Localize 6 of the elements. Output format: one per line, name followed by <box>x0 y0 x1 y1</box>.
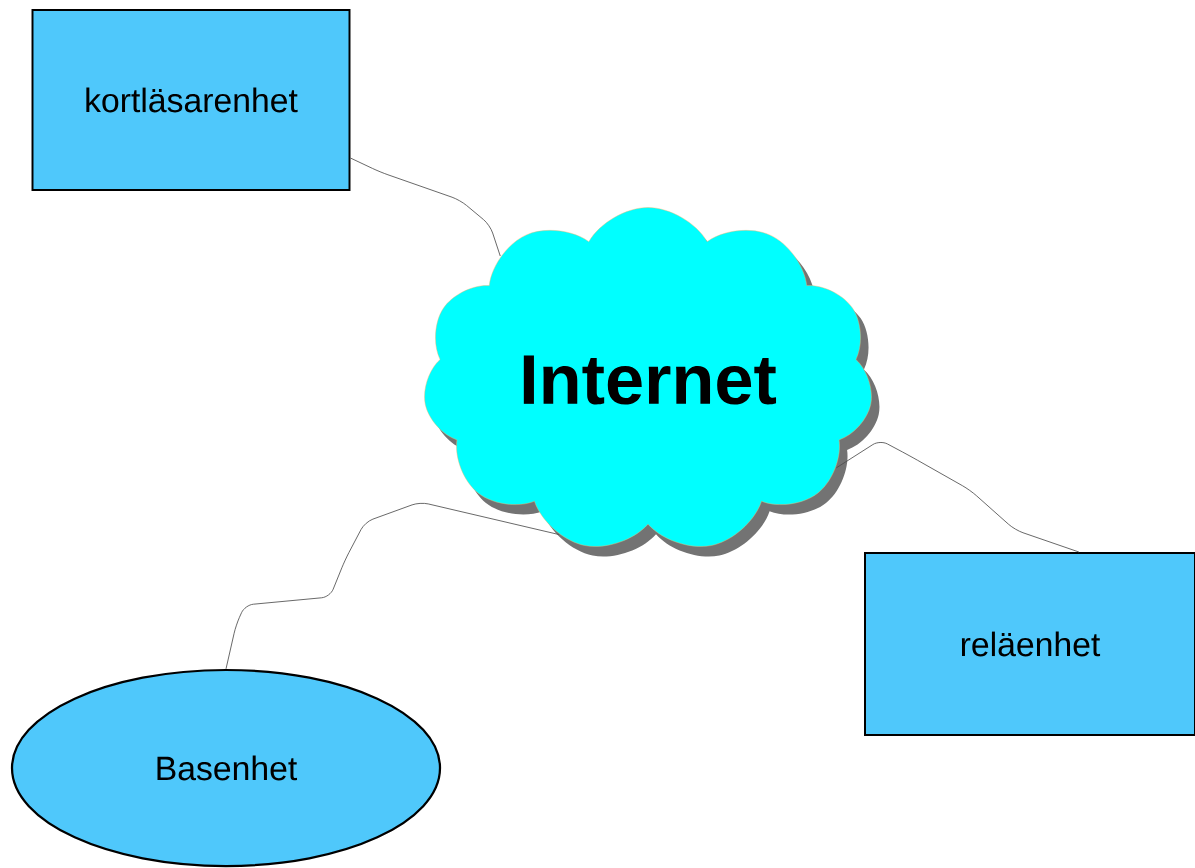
device-box: reläenhet <box>864 552 1195 736</box>
connector-line <box>350 157 501 257</box>
network-cloud: Internet <box>424 207 880 557</box>
connector-line <box>835 442 1080 553</box>
connector-line <box>225 502 560 670</box>
device-box: kortläsarenhet <box>31 9 351 191</box>
